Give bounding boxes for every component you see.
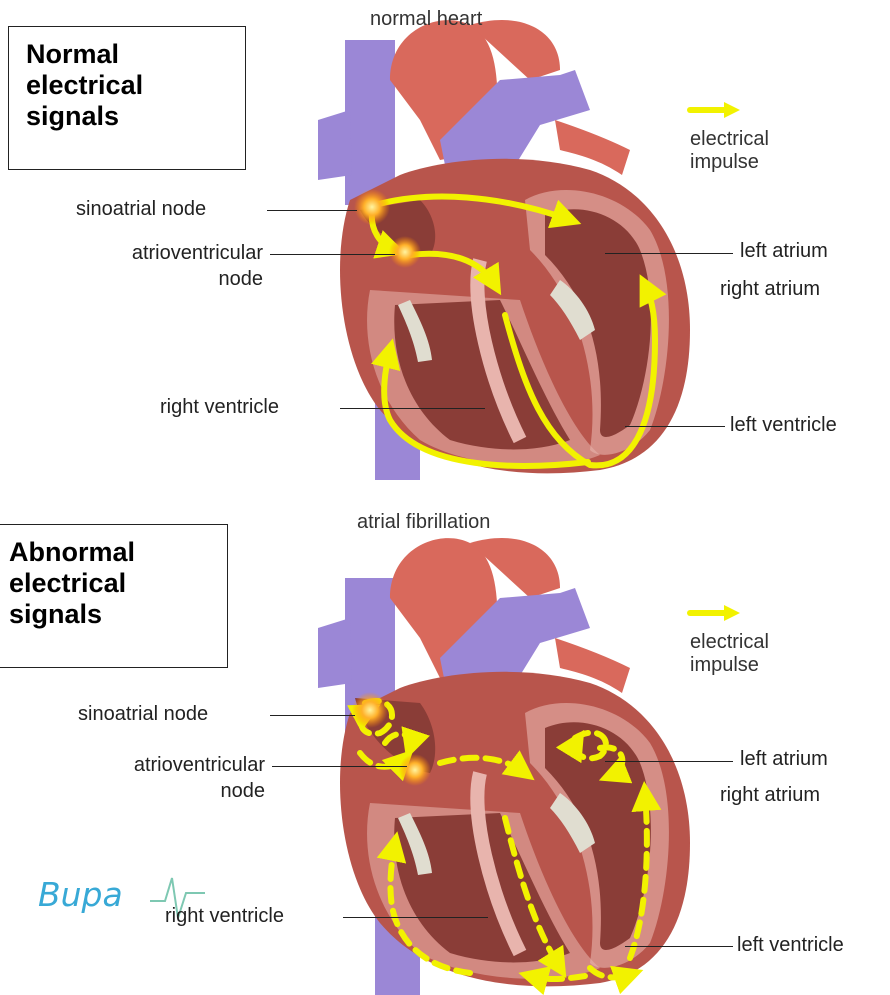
leader-left-atrium bbox=[605, 761, 733, 762]
label-left-ventricle: left ventricle bbox=[737, 934, 844, 957]
label-right-atrium: right atrium bbox=[720, 784, 820, 807]
sinoatrial-node-glow bbox=[354, 189, 390, 225]
label-right-ventricle: right ventricle bbox=[165, 905, 284, 928]
label-right-ventricle: right ventricle bbox=[160, 396, 279, 419]
normal-signals-box: Normal electrical signals bbox=[8, 26, 246, 170]
label-atrioventricular-node: atrioventricular node bbox=[95, 752, 265, 804]
leader-left-ventricle bbox=[625, 426, 725, 427]
legend-label: electrical impulse bbox=[690, 631, 769, 677]
leader-sinoatrial bbox=[267, 210, 357, 211]
leader-right-ventricle bbox=[340, 408, 485, 409]
sinoatrial-node-glow bbox=[352, 692, 388, 728]
label-sinoatrial-node: sinoatrial node bbox=[76, 198, 206, 221]
legend-label: electrical impulse bbox=[690, 128, 769, 174]
normal-heart-panel: Normal electrical signals normal heart e… bbox=[0, 0, 890, 497]
leader-atrioventricular bbox=[270, 254, 395, 255]
leader-right-ventricle bbox=[343, 917, 488, 918]
bupa-logo: Bupa bbox=[38, 875, 123, 914]
leader-left-ventricle bbox=[625, 946, 733, 947]
label-right-atrium: right atrium bbox=[720, 278, 820, 301]
atrioventricular-node-glow bbox=[389, 236, 421, 268]
abnormal-signals-box: Abnormal electrical signals bbox=[0, 524, 228, 668]
atrial-fibrillation-caption: atrial fibrillation bbox=[357, 511, 490, 534]
normal-heart-caption: normal heart bbox=[370, 8, 482, 31]
label-left-ventricle: left ventricle bbox=[730, 414, 837, 437]
label-atrioventricular-node: atrioventricular node bbox=[93, 240, 263, 292]
electrical-impulse-legend-icon bbox=[690, 102, 740, 118]
electrical-impulse-legend-icon bbox=[690, 605, 740, 621]
atrioventricular-node-glow bbox=[399, 754, 431, 786]
superior-vena-cava bbox=[318, 40, 395, 205]
atrial-fibrillation-panel: Abnormal electrical signals atrial fibri… bbox=[0, 498, 890, 995]
label-left-atrium: left atrium bbox=[740, 240, 828, 263]
leader-sinoatrial bbox=[270, 715, 355, 716]
label-left-atrium: left atrium bbox=[740, 748, 828, 771]
leader-atrioventricular bbox=[272, 766, 407, 767]
leader-left-atrium bbox=[605, 253, 733, 254]
label-sinoatrial-node: sinoatrial node bbox=[78, 703, 208, 726]
